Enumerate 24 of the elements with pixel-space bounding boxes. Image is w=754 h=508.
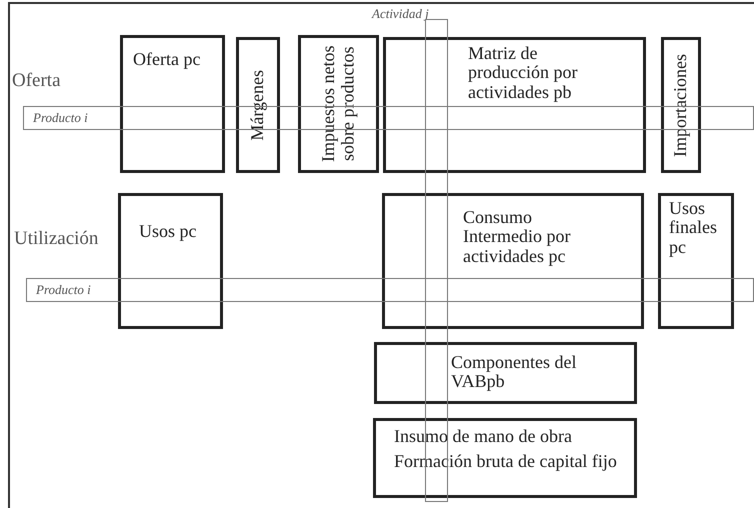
block-label: Impuestos netos sobre productos (319, 44, 358, 164)
matrix-block (120, 35, 225, 173)
matrix-block (236, 37, 280, 173)
row-label: Producto i (32, 110, 88, 126)
block-label: Oferta pc (133, 50, 200, 70)
matrix-block (658, 193, 734, 329)
block-label: Usos finales pc (669, 199, 718, 258)
row-highlight-band (26, 278, 754, 302)
matrix-block (373, 418, 637, 498)
matrix-block (118, 193, 223, 329)
block-label: Consumo Intermedio por actividades pc (463, 208, 572, 266)
matrix-block (382, 193, 644, 329)
matrix-block (383, 37, 646, 173)
matrix-block (374, 342, 637, 404)
block-label: Márgenes (248, 70, 268, 140)
matrix-block (298, 35, 379, 173)
row-label: Producto i (35, 282, 91, 298)
block-label: Importaciones (671, 54, 691, 156)
block-label: Usos pc (139, 222, 196, 242)
section-label: Oferta (12, 70, 61, 92)
section-label: Utilización (14, 228, 98, 250)
block-label: Componentes del VABpb (451, 353, 578, 392)
block-label: Matriz de producción por actividades pb (468, 44, 578, 102)
matrix-block (661, 37, 701, 173)
